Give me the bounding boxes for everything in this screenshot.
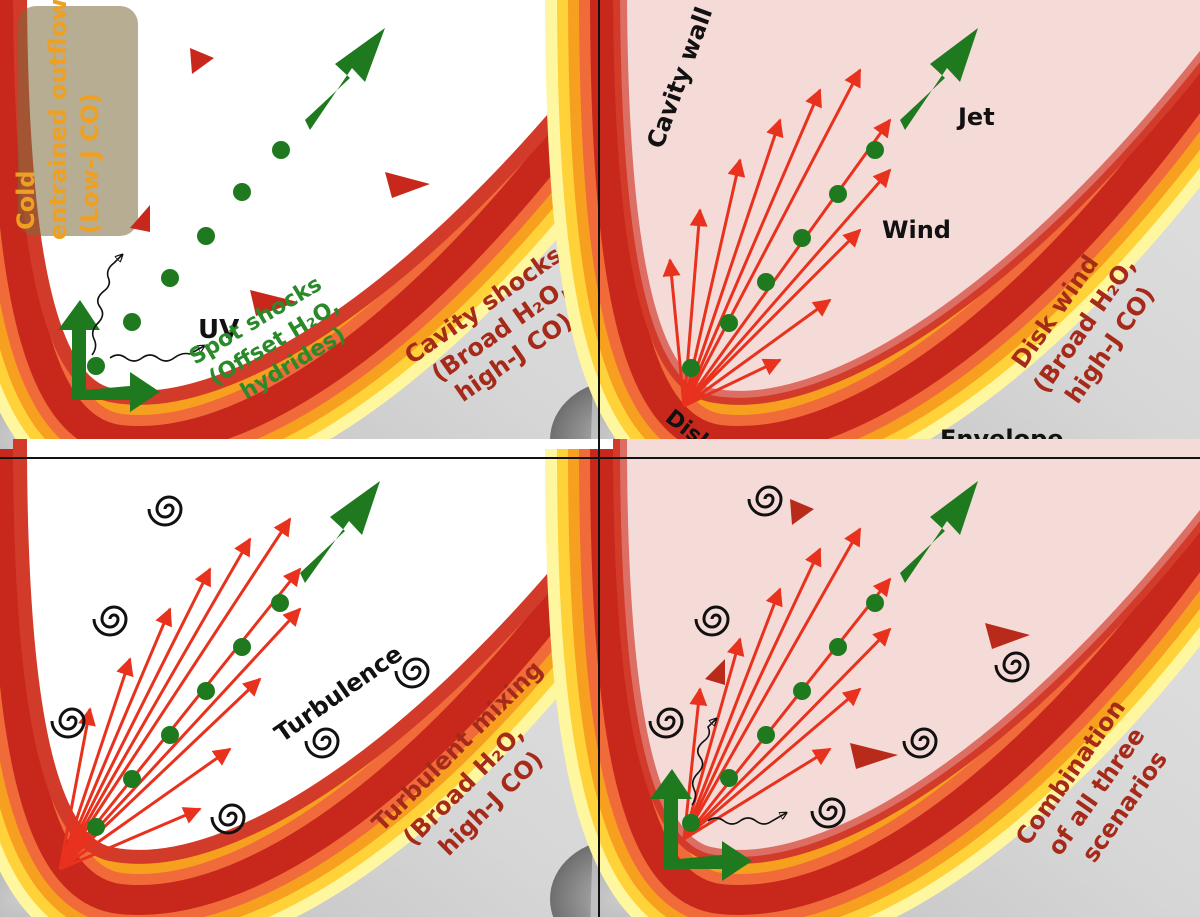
- spot-shock-arrows: [58, 300, 160, 412]
- uv-photon-icon: [91, 255, 122, 356]
- outflow-shade: [18, 6, 138, 236]
- shock-marker: [250, 290, 298, 316]
- jet-arrow: [305, 28, 385, 130]
- outflow-label-line2: entrained outflow: [44, 0, 72, 240]
- shock-marker: [985, 623, 1030, 649]
- shock-marker: [130, 205, 150, 232]
- panel-turbulent-mixing: Turbulence Turbulent mixing (Broad H₂O, …: [0, 439, 640, 917]
- shock-marker: [385, 172, 430, 198]
- jet-knots: [87, 594, 289, 836]
- wind-fill: [620, 0, 1200, 398]
- jet-knots: [682, 141, 884, 377]
- shock-marker: [705, 659, 725, 685]
- panel-disk-wind: Cavity wall Jet Wind Disk Envelope Disk …: [550, 0, 1200, 500]
- shock-marker: [850, 743, 898, 769]
- jet-knots: [682, 594, 884, 832]
- wind-arrows: [662, 68, 892, 408]
- wind-arrows: [682, 527, 892, 841]
- outflow-label-line3: (Low-J CO): [76, 93, 104, 234]
- jet-label: Jet: [956, 103, 995, 131]
- turbulence-spiral-icon: [50, 495, 430, 835]
- uv-photon-icon: [109, 346, 204, 362]
- uv-label: UV: [198, 315, 239, 345]
- wind-fill: [620, 439, 1200, 857]
- panel-cavity-shocks: UV Cold entrained outflow (Low-J CO) Spo…: [0, 0, 640, 500]
- uv-photon-icon: [691, 719, 716, 806]
- panel-combination: Combination of all three scenarios: [550, 439, 1200, 917]
- wind-label: Wind: [882, 216, 951, 244]
- spot-shock-arrows: [650, 769, 752, 881]
- jet-knots: [87, 141, 290, 375]
- svg-text:Cold entrained outflow: Cold entrained outflow (Low-J CO): [12, 0, 104, 240]
- jet-arrow: [300, 481, 380, 583]
- jet-arrow: [900, 481, 978, 583]
- jet-arrow: [900, 28, 978, 130]
- shock-marker: [790, 499, 814, 525]
- turbulence-spiral-icon: [648, 485, 1030, 829]
- outflow-label-line1: Cold: [12, 170, 40, 230]
- shock-marker: [190, 48, 214, 74]
- uv-photon-icon: [707, 813, 786, 825]
